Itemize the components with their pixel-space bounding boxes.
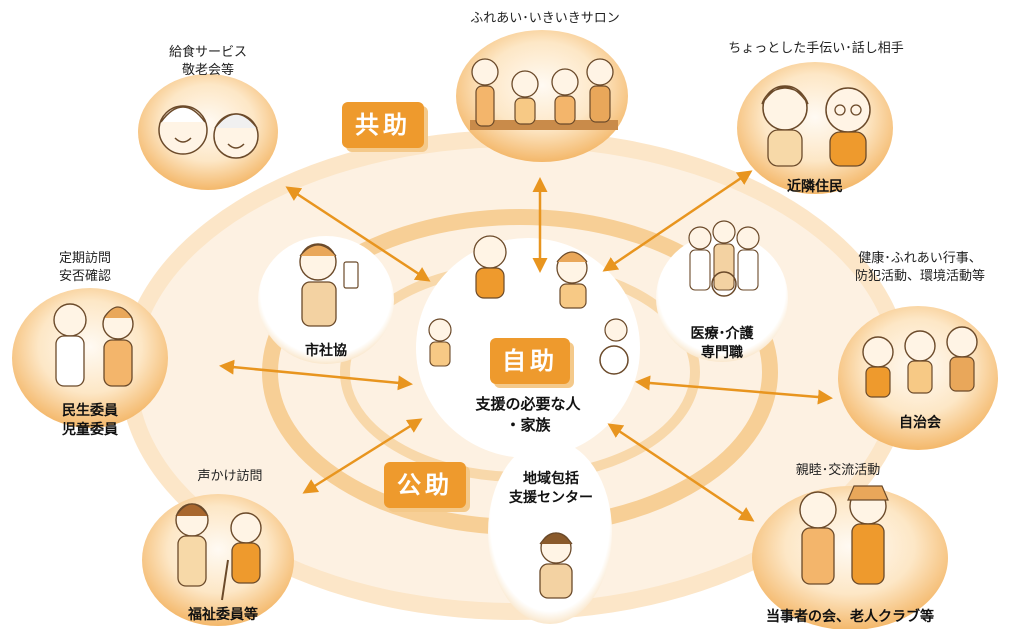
- bubble-fukushi: [142, 494, 294, 626]
- label-toujisha: 当事者の会、老人クラブ等: [766, 609, 934, 625]
- seniors-on-bench-figure: [470, 58, 618, 130]
- bubble-toujisha: [752, 485, 948, 629]
- bubble-iryo: [656, 220, 788, 362]
- badge-jijo: 自助: [490, 338, 570, 384]
- bubble-kinrin: [737, 62, 893, 194]
- caption-fukushi: 声かけ訪問: [197, 469, 263, 484]
- caption-kyushoku: 給食サービス 敬老会等: [168, 45, 247, 78]
- arrow-minsei: [219, 359, 413, 391]
- caption-jichikai: 健康･ふれあい行事、 防犯活動、環境活動等: [854, 251, 985, 284]
- home-visit-figure: [175, 503, 262, 601]
- caption-toujisha: 親睦･交流活動: [795, 463, 881, 478]
- label-iryo: 医療･介護 専門職: [690, 326, 754, 361]
- bubble-minsei: [12, 288, 168, 428]
- center-figures: [428, 235, 629, 375]
- neighbors-talking-figure: [761, 85, 871, 167]
- bubble-shakyo: [258, 236, 394, 364]
- volunteer-couple-figure: [53, 303, 134, 387]
- bubble-salon: [456, 30, 628, 162]
- arrow-jichikai: [635, 375, 833, 405]
- arrow-kinrin: [602, 170, 753, 272]
- staff-on-phone-figure: [299, 243, 359, 327]
- label-minsei: 民生委員 児童委員: [62, 403, 118, 438]
- caption-salon: ふれあい･いきいきサロン: [470, 11, 620, 26]
- care-professionals-figure: [688, 220, 760, 297]
- badge-kyojo: 共助: [342, 102, 424, 148]
- neighborhood-walkers-figure: [862, 326, 978, 398]
- caption-minsei: 定期訪問 安否確認: [58, 251, 111, 284]
- label-houkatsu: 地域包括 支援センター: [509, 471, 593, 506]
- arrow-toujisha: [607, 423, 755, 522]
- caption-kinrin: ちょっとした手伝い･話し相手: [728, 41, 904, 56]
- arrow-fukushi: [302, 418, 423, 494]
- label-jichikai: 自治会: [899, 415, 941, 431]
- label-fukushi: 福祉委員等: [188, 607, 258, 623]
- label-shakyo: 市社協: [305, 343, 347, 359]
- bubble-jichikai: [838, 306, 998, 450]
- center-label: 支援の必要な人 ・家族: [475, 395, 581, 434]
- senior-club-couple-figure: [799, 485, 889, 585]
- bubble-kyushoku: [138, 74, 278, 190]
- badge-kojo: 公助: [384, 462, 466, 508]
- center-staff-headset-figure: [539, 532, 573, 599]
- arrow-kyushoku: [285, 186, 431, 282]
- elderly-couple-figure: [158, 105, 259, 159]
- label-kinrin: 近隣住民: [787, 179, 843, 195]
- bubble-houkatsu: [488, 440, 612, 624]
- arrows: [219, 170, 833, 522]
